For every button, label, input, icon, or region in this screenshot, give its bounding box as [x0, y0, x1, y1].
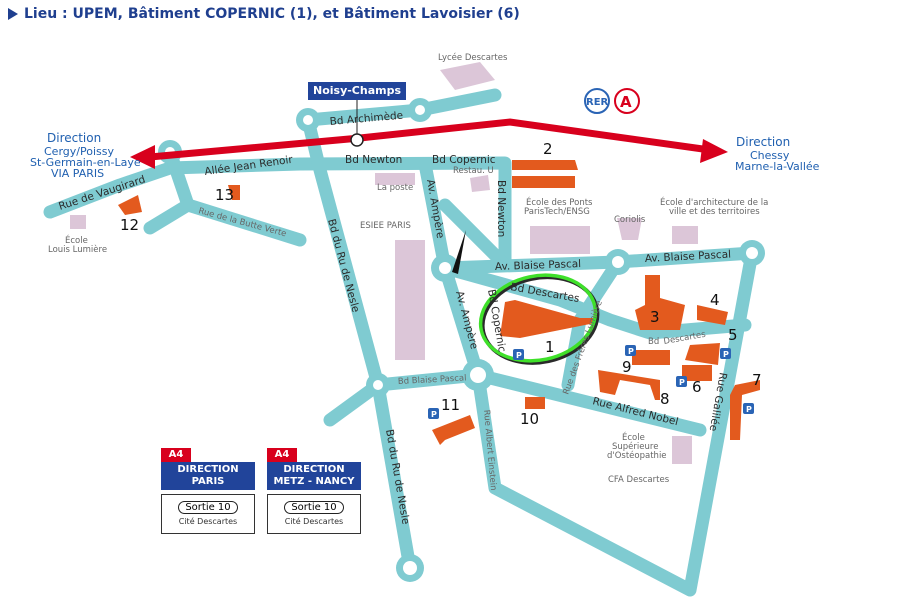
svg-text:Allée Jean Renoir: Allée Jean Renoir [204, 154, 294, 178]
svg-text:3: 3 [650, 308, 660, 326]
svg-text:Coriolis: Coriolis [614, 215, 646, 225]
a4-badge: A4 [267, 448, 297, 462]
esiee-building [395, 240, 425, 360]
svg-text:Av. Blaise Pascal: Av. Blaise Pascal [645, 248, 732, 264]
svg-text:École d'architecture de la: École d'architecture de la [660, 196, 768, 208]
svg-text:Bd Copernic: Bd Copernic [432, 154, 496, 166]
svg-text:Direction: Direction [47, 131, 101, 145]
svg-text:Bd: Bd [648, 337, 659, 347]
poi-shapes [70, 62, 698, 464]
title-text: Lieu : UPEM, Bâtiment COPERNIC (1), et B… [24, 6, 520, 22]
coriolis-building [617, 218, 642, 240]
osteo-building [672, 436, 692, 464]
svg-text:CFA Descartes: CFA Descartes [608, 475, 670, 485]
svg-text:ville et des territoires: ville et des territoires [669, 207, 760, 217]
svg-text:Louis Lumière: Louis Lumière [48, 244, 107, 255]
svg-text:ESIEE PARIS: ESIEE PARIS [360, 221, 411, 231]
restau-building [470, 175, 490, 192]
ponts-building [530, 226, 590, 254]
svg-text:7: 7 [752, 371, 762, 389]
arrow-west-icon [130, 145, 155, 169]
buildings [118, 160, 760, 445]
svg-text:VIA PARIS: VIA PARIS [51, 167, 104, 180]
svg-text:École: École [65, 234, 88, 246]
rer-a-logo: RER A [584, 88, 640, 114]
direction-west: Direction Cergy/Poissy St-Germain-en-Lay… [30, 131, 141, 180]
svg-text:Bd Blaise Pascal: Bd Blaise Pascal [398, 373, 467, 387]
svg-text:P: P [679, 378, 685, 387]
svg-text:2: 2 [543, 140, 553, 158]
svg-text:12: 12 [120, 216, 139, 234]
svg-text:RER: RER [586, 97, 609, 108]
svg-text:6: 6 [692, 378, 702, 396]
svg-text:9: 9 [622, 358, 632, 376]
lumiere-building [70, 215, 86, 229]
svg-text:5: 5 [728, 326, 738, 344]
svg-text:Cergy/Poissy: Cergy/Poissy [44, 145, 114, 158]
svg-text:10: 10 [520, 410, 539, 428]
svg-text:P: P [628, 347, 634, 356]
svg-text:Direction: Direction [736, 135, 790, 149]
svg-text:P: P [746, 405, 752, 414]
svg-text:Bd Newton: Bd Newton [345, 154, 402, 166]
svg-text:ParisTech/ENSG: ParisTech/ENSG [524, 207, 590, 217]
svg-text:8: 8 [660, 390, 670, 408]
svg-text:École: École [622, 431, 645, 443]
svg-text:La poste: La poste [377, 183, 413, 193]
copernic-highlight-ring [478, 273, 598, 363]
place-labels: Lycée Descartes La poste Restau. U ESIEE… [48, 52, 768, 485]
svg-text:13: 13 [215, 186, 234, 204]
svg-text:11: 11 [441, 396, 460, 414]
parking-icons: P P P P P P [428, 345, 754, 419]
svg-text:1: 1 [545, 338, 555, 356]
svg-text:Marne-la-Vallée: Marne-la-Vallée [735, 160, 820, 173]
svg-text:École des Ponts: École des Ponts [526, 196, 593, 208]
svg-text:Chessy: Chessy [750, 149, 790, 162]
svg-text:P: P [723, 350, 729, 359]
svg-text:4: 4 [710, 291, 720, 309]
rer-a-line [130, 100, 728, 169]
triangle-bullet-icon [8, 8, 18, 20]
lycee-building [440, 62, 495, 90]
svg-text:Rue de la Butte Verte: Rue de la Butte Verte [197, 206, 287, 239]
svg-text:Bd Newton: Bd Newton [495, 180, 507, 237]
svg-text:Bd du Ru de Nesle: Bd du Ru de Nesle [383, 428, 412, 525]
svg-text:A: A [620, 93, 632, 111]
svg-text:Restau. U: Restau. U [453, 166, 494, 176]
station-label-noisy-champs: Noisy-Champs [308, 82, 406, 100]
svg-text:d'Ostéopathie: d'Ostéopathie [607, 450, 667, 461]
building-numbers: 1 2 3 4 5 6 7 8 9 10 11 12 13 [120, 140, 762, 428]
page-title: Lieu : UPEM, Bâtiment COPERNIC (1), et B… [8, 6, 520, 22]
svg-text:Lycée Descartes: Lycée Descartes [438, 52, 508, 63]
svg-text:P: P [431, 410, 437, 419]
exit-label: Sortie 10 [178, 501, 238, 514]
exit-label: Sortie 10 [284, 501, 344, 514]
direction-east: Direction Chessy Marne-la-Vallée [735, 135, 820, 173]
arrow-east-icon [700, 139, 728, 163]
svg-text:P: P [516, 351, 522, 360]
a4-badge: A4 [161, 448, 191, 462]
svg-text:Av. Blaise Pascal: Av. Blaise Pascal [495, 258, 582, 273]
poste-building [375, 173, 415, 185]
compass-north-icon [452, 230, 466, 274]
roundabouts [158, 98, 765, 582]
archi-building [672, 226, 698, 244]
station-marker [350, 133, 364, 147]
svg-text:St-Germain-en-Laye: St-Germain-en-Laye [30, 156, 141, 169]
svg-text:Supérieure: Supérieure [612, 441, 658, 452]
